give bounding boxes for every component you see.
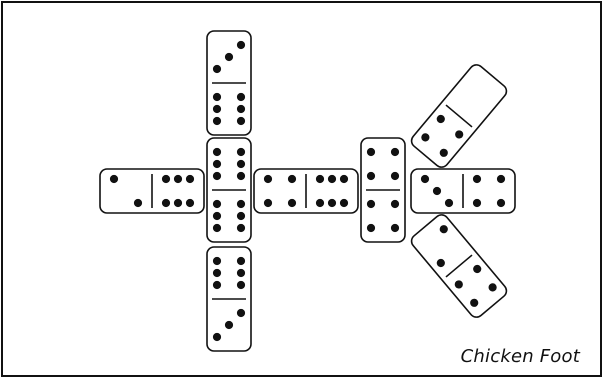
domino-pip <box>237 117 245 125</box>
domino-pip <box>213 269 221 277</box>
domino-pip <box>473 175 481 183</box>
domino-pip <box>162 199 170 207</box>
domino-pip <box>213 160 221 168</box>
domino-tile[interactable] <box>207 138 251 242</box>
domino-pip <box>213 93 221 101</box>
domino-tile[interactable] <box>207 31 251 135</box>
domino-pip <box>213 212 221 220</box>
domino-tile[interactable] <box>207 247 251 351</box>
domino-pip <box>186 175 194 183</box>
domino-pip <box>162 175 170 183</box>
domino-pip <box>391 200 399 208</box>
domino-pip <box>237 281 245 289</box>
domino-pip <box>340 175 348 183</box>
domino-pip <box>213 224 221 232</box>
domino-pip <box>237 212 245 220</box>
domino-pip <box>213 333 221 341</box>
domino-pip <box>288 175 296 183</box>
domino-pip <box>433 187 441 195</box>
domino-pip <box>213 117 221 125</box>
domino-pip <box>328 199 336 207</box>
domino-pip <box>237 93 245 101</box>
domino-pip <box>213 281 221 289</box>
domino-pip <box>237 172 245 180</box>
domino-pip <box>421 175 429 183</box>
domino-pip <box>237 269 245 277</box>
domino-pip <box>134 199 142 207</box>
domino-pip <box>213 65 221 73</box>
domino-pip <box>174 199 182 207</box>
domino-pip <box>316 175 324 183</box>
domino-pip <box>316 199 324 207</box>
domino-pip <box>328 175 336 183</box>
domino-pip <box>391 148 399 156</box>
domino-pip <box>213 257 221 265</box>
domino-pip <box>174 175 182 183</box>
domino-pip <box>445 199 453 207</box>
domino-pip <box>264 175 272 183</box>
domino-pip <box>213 172 221 180</box>
domino-pip <box>473 199 481 207</box>
domino-pip <box>497 199 505 207</box>
domino-pip <box>264 199 272 207</box>
domino-pip <box>237 200 245 208</box>
domino-pip <box>367 148 375 156</box>
domino-pip <box>225 321 233 329</box>
domino-pip <box>391 172 399 180</box>
domino-tile[interactable] <box>409 62 510 170</box>
domino-pip <box>237 160 245 168</box>
domino-tile[interactable] <box>254 169 358 213</box>
domino-pip <box>186 199 194 207</box>
domino-pip <box>237 41 245 49</box>
domino-pip <box>367 200 375 208</box>
domino-pip <box>110 175 118 183</box>
domino-pip <box>213 148 221 156</box>
domino-pip <box>367 172 375 180</box>
domino-tile[interactable] <box>411 169 515 213</box>
domino-tile[interactable] <box>361 138 405 242</box>
domino-pip <box>213 105 221 113</box>
domino-pip <box>237 148 245 156</box>
domino-pip <box>340 199 348 207</box>
domino-pip <box>237 224 245 232</box>
domino-pip <box>367 224 375 232</box>
domino-pip <box>237 309 245 317</box>
domino-tile[interactable] <box>100 169 204 213</box>
domino-pip <box>391 224 399 232</box>
domino-pip <box>237 257 245 265</box>
domino-pip <box>497 175 505 183</box>
caption: Chicken Foot <box>461 346 580 367</box>
domino-tile[interactable] <box>409 212 510 320</box>
domino-pip <box>213 200 221 208</box>
domino-pip <box>225 53 233 61</box>
domino-pip <box>288 199 296 207</box>
domino-pip <box>237 105 245 113</box>
